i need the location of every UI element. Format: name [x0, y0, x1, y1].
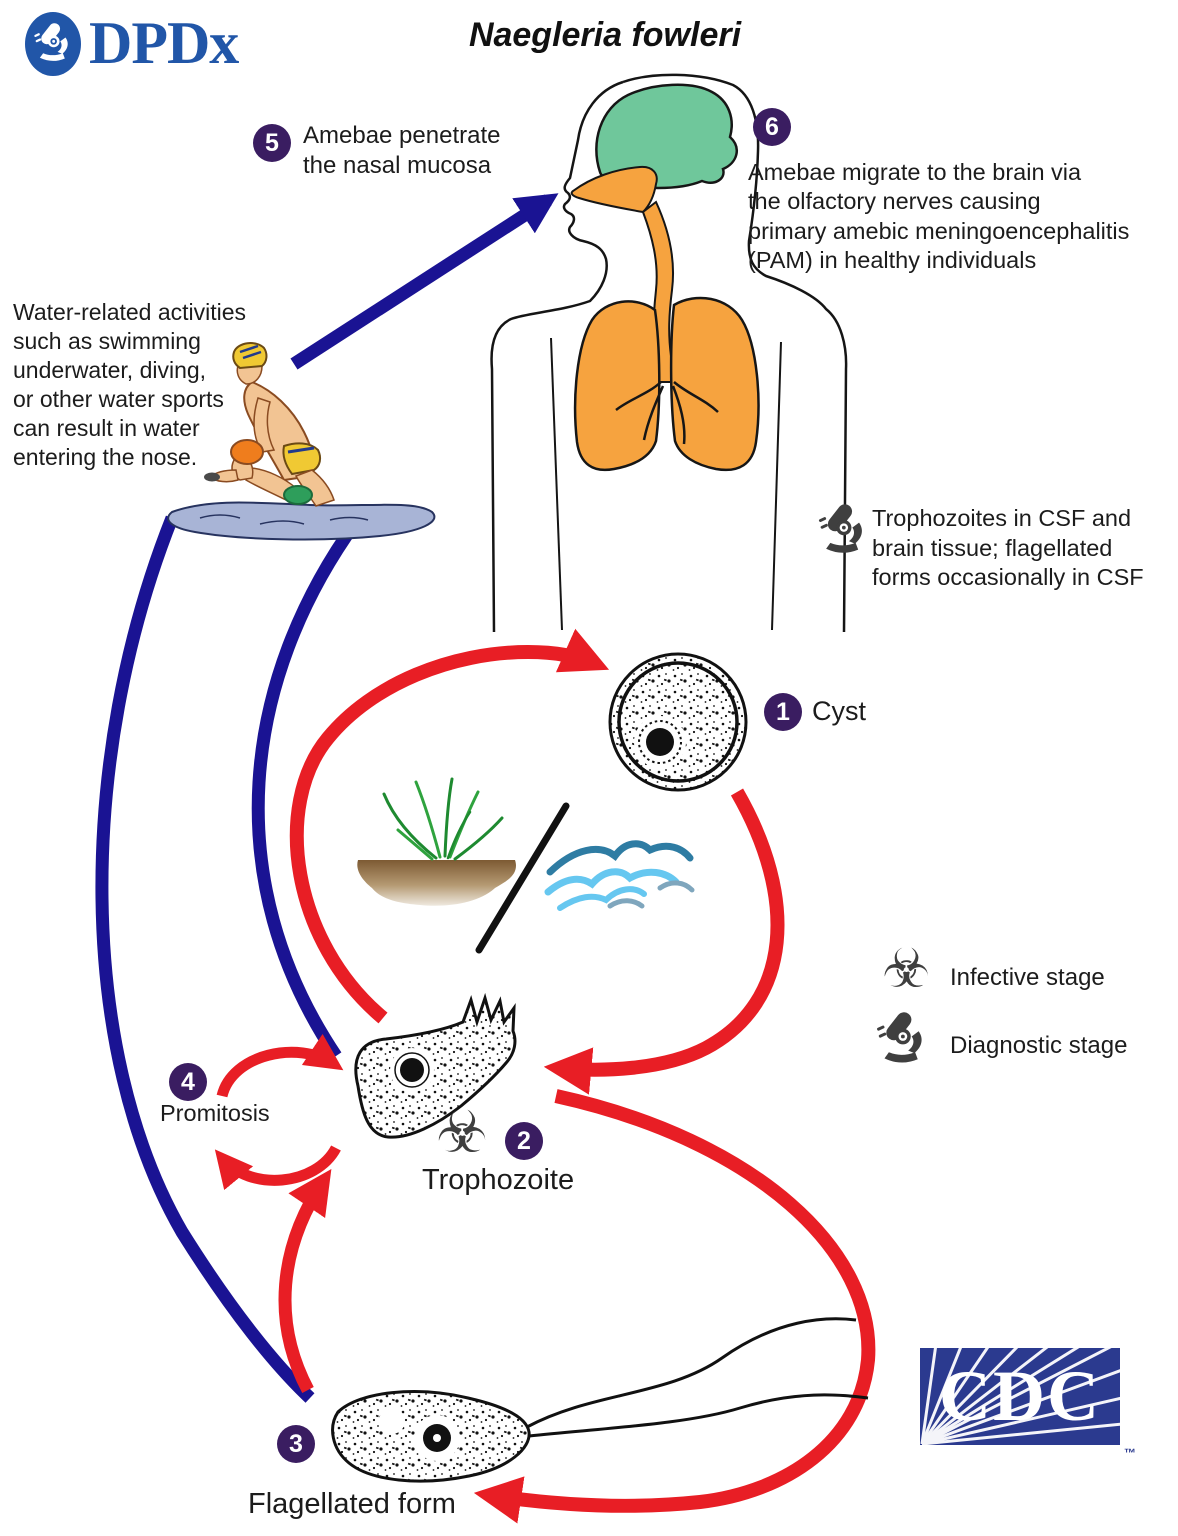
arrow-flagellate-to-trophozoite — [278, 1168, 332, 1394]
promitosis-label: Promitosis — [160, 1100, 270, 1126]
flagellated-cell — [331, 1317, 869, 1483]
promitosis-arrow-top — [216, 1033, 344, 1098]
flagellum-2 — [528, 1393, 869, 1438]
promitosis-arrow-bottom — [214, 1145, 341, 1191]
nasal-cavity — [570, 165, 658, 214]
arrow-cyst-to-trophozoite — [543, 788, 785, 1095]
water-surface — [167, 501, 436, 541]
arrow-trophozoite-to-flagellate — [473, 1089, 876, 1524]
left-lung — [573, 300, 661, 472]
microscope-icon — [818, 504, 862, 553]
swimmers-illustration — [167, 342, 436, 541]
microscope-icon — [876, 1012, 922, 1063]
trophozoite-label: Trophozoite — [422, 1164, 575, 1196]
trophozoite-nucleus — [400, 1058, 424, 1082]
legend-diagnostic-label: Diagnostic stage — [950, 1032, 1128, 1059]
legend-infective-label: Infective stage — [950, 964, 1105, 991]
cdc-logo-rays — [920, 1348, 1120, 1445]
cycle-arrows — [95, 193, 876, 1524]
body-outline-right — [622, 73, 848, 633]
biohazard-icon: ☣ — [882, 939, 931, 999]
trademark-symbol: ™ — [1124, 1446, 1136, 1460]
bronchi — [615, 381, 719, 445]
dpdx-logo: DPDx — [22, 8, 239, 78]
biohazard-icon: ☣ — [436, 1100, 488, 1165]
cdc-logo-text: CDC — [939, 1356, 1101, 1436]
child-swim-cap — [230, 439, 264, 465]
right-lung — [669, 296, 760, 472]
water-waves-icon — [544, 840, 695, 911]
step-5-badge: 5 — [253, 124, 291, 162]
flagellum-1 — [526, 1317, 857, 1429]
step-6-text: Amebae migrate to the brain via the olfa… — [748, 159, 1130, 274]
page-title: Naegleria fowleri — [468, 16, 742, 54]
step-6-badge: 6 — [753, 108, 791, 146]
arrow-trophozoite-to-swimmer — [251, 518, 362, 1060]
step-4-badge: 4 — [169, 1063, 207, 1101]
cyst-nucleus — [646, 728, 674, 756]
step-5-text: Amebae penetrate the nasal mucosa — [303, 122, 501, 179]
human-figure — [490, 73, 848, 633]
cdc-logo: CDC — [920, 1348, 1120, 1445]
body-outline-left — [490, 80, 624, 633]
soil-grass-icon — [357, 777, 516, 906]
water-activities-note: Water-related activities such as swimmin… — [13, 299, 247, 470]
step-3-badge: 3 — [277, 1425, 315, 1463]
child-hands — [204, 472, 220, 482]
arrow-trophozoite-to-cyst — [289, 628, 610, 1024]
step-2-badge: 2 — [505, 1122, 543, 1160]
adult-swim-briefs — [282, 442, 322, 476]
cyst-cell — [608, 652, 748, 792]
arrow-flagellate-to-swimmer — [95, 515, 315, 1403]
arrow-to-nasal-mucosa — [290, 193, 559, 370]
dpdx-logo-text: DPDx — [89, 10, 239, 76]
trophozoite-cell — [354, 992, 517, 1139]
slash-divider — [475, 802, 570, 954]
dpdx-microscope-icon — [25, 12, 81, 76]
diagnostic-note: Trophozoites in CSF and brain tissue; fl… — [872, 505, 1144, 591]
cyst-label: Cyst — [812, 696, 866, 726]
step-1-badge: 1 — [764, 693, 802, 731]
flagellated-form-label: Flagellated form — [248, 1488, 456, 1520]
